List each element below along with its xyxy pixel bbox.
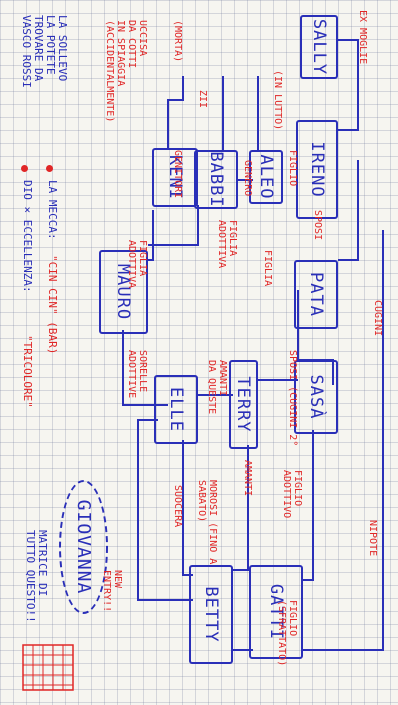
note-dio-quote: "TRICOLORE" (21, 335, 34, 408)
note-la-meca-label: LA MECCA: (46, 180, 59, 240)
bullet-icon (46, 165, 53, 172)
node-sally: SALLY (300, 15, 338, 79)
label-ex-moglie: EX MOGLIE (357, 10, 368, 65)
label-figlia-keni: FIGLIA ADOTTIVA (126, 240, 148, 289)
label-genitori: GENITORI (172, 150, 183, 199)
node-terry: TERRY (229, 360, 258, 449)
link-sasa-gatti (303, 430, 314, 581)
link-babbi-mauro (148, 205, 199, 246)
node-pata: PATA (294, 260, 338, 329)
note-dio-label: DIO × ECCELLENZA: (21, 180, 34, 293)
label-amanti-terry-betty: AMANTI (242, 460, 253, 497)
label-in-lutto: (IN LUTTO) (272, 70, 283, 131)
link-ireno-gatti (303, 230, 384, 651)
node-betty: BETTY (189, 565, 233, 664)
label-cugini: CUGINI (372, 300, 383, 337)
label-new-entry: NEW ENTRY!! (101, 570, 123, 613)
link-sally-ireno (338, 39, 359, 131)
node-babbi: BABBI (194, 150, 238, 209)
label-amanti-terry-elle: AMANTI DA QUESTE (206, 360, 228, 415)
link-sally-keni (167, 76, 184, 148)
note-la-meca-quote: "CIN CIN" (BAR) (46, 255, 59, 355)
link-ireno-pata (338, 160, 359, 261)
node-aleo: ALEO (249, 150, 283, 204)
label-sposi: SPOSI (312, 210, 323, 241)
label-figlio-adottivo: FIGLIO ADOTTIVO (281, 470, 303, 519)
link-elle-lower (137, 419, 193, 601)
node-ireno: IRENO (296, 120, 338, 219)
label-sposi-cugini: SPOSI (CUGINI 2° (287, 350, 298, 447)
note-la-sollevo: LA SOLLEVO LA POTETE TROVARE DA VASCO RO… (20, 15, 69, 88)
node-sasa: SASÀ (294, 360, 338, 434)
label-sally-extra: (MORTA) (172, 20, 183, 63)
link-pata-sasa (297, 290, 334, 385)
link-terry-betty (233, 445, 249, 571)
label-figlia-mauro: FIGLIA (262, 250, 273, 287)
label-morosi: MOROSI (FINO A SABATO) (196, 480, 218, 565)
node-elle: ELLE (154, 375, 198, 444)
label-genero: GENERO (242, 160, 253, 197)
link-mauro-elle (122, 330, 168, 406)
label-uccisa: UCCISA DA COTTI IN SPIAGGIA (ACCIDENTALM… (104, 20, 148, 123)
label-sorelle: SORELLE ADOTTIVE (126, 350, 148, 399)
doodle-icon (22, 644, 74, 691)
bullet-icon (21, 165, 28, 172)
label-nipote: NIPOTE (367, 520, 378, 557)
link-elle-betty (182, 440, 193, 576)
label-figlio-ireno-aleo: FIGLIO (287, 150, 298, 187)
label-figlia-babbi: FIGLIA ADOTTIVA (216, 220, 238, 269)
link-keni-mauro (148, 210, 154, 261)
note-matrice: MATRICE DI TUTTO QUESTO!! (24, 530, 49, 623)
label-suocera: SUOCERA (172, 485, 183, 528)
label-zii: ZII (197, 90, 208, 109)
label-figlio-sfrattato: FIGLIO (SFRATTATO) (276, 600, 298, 667)
